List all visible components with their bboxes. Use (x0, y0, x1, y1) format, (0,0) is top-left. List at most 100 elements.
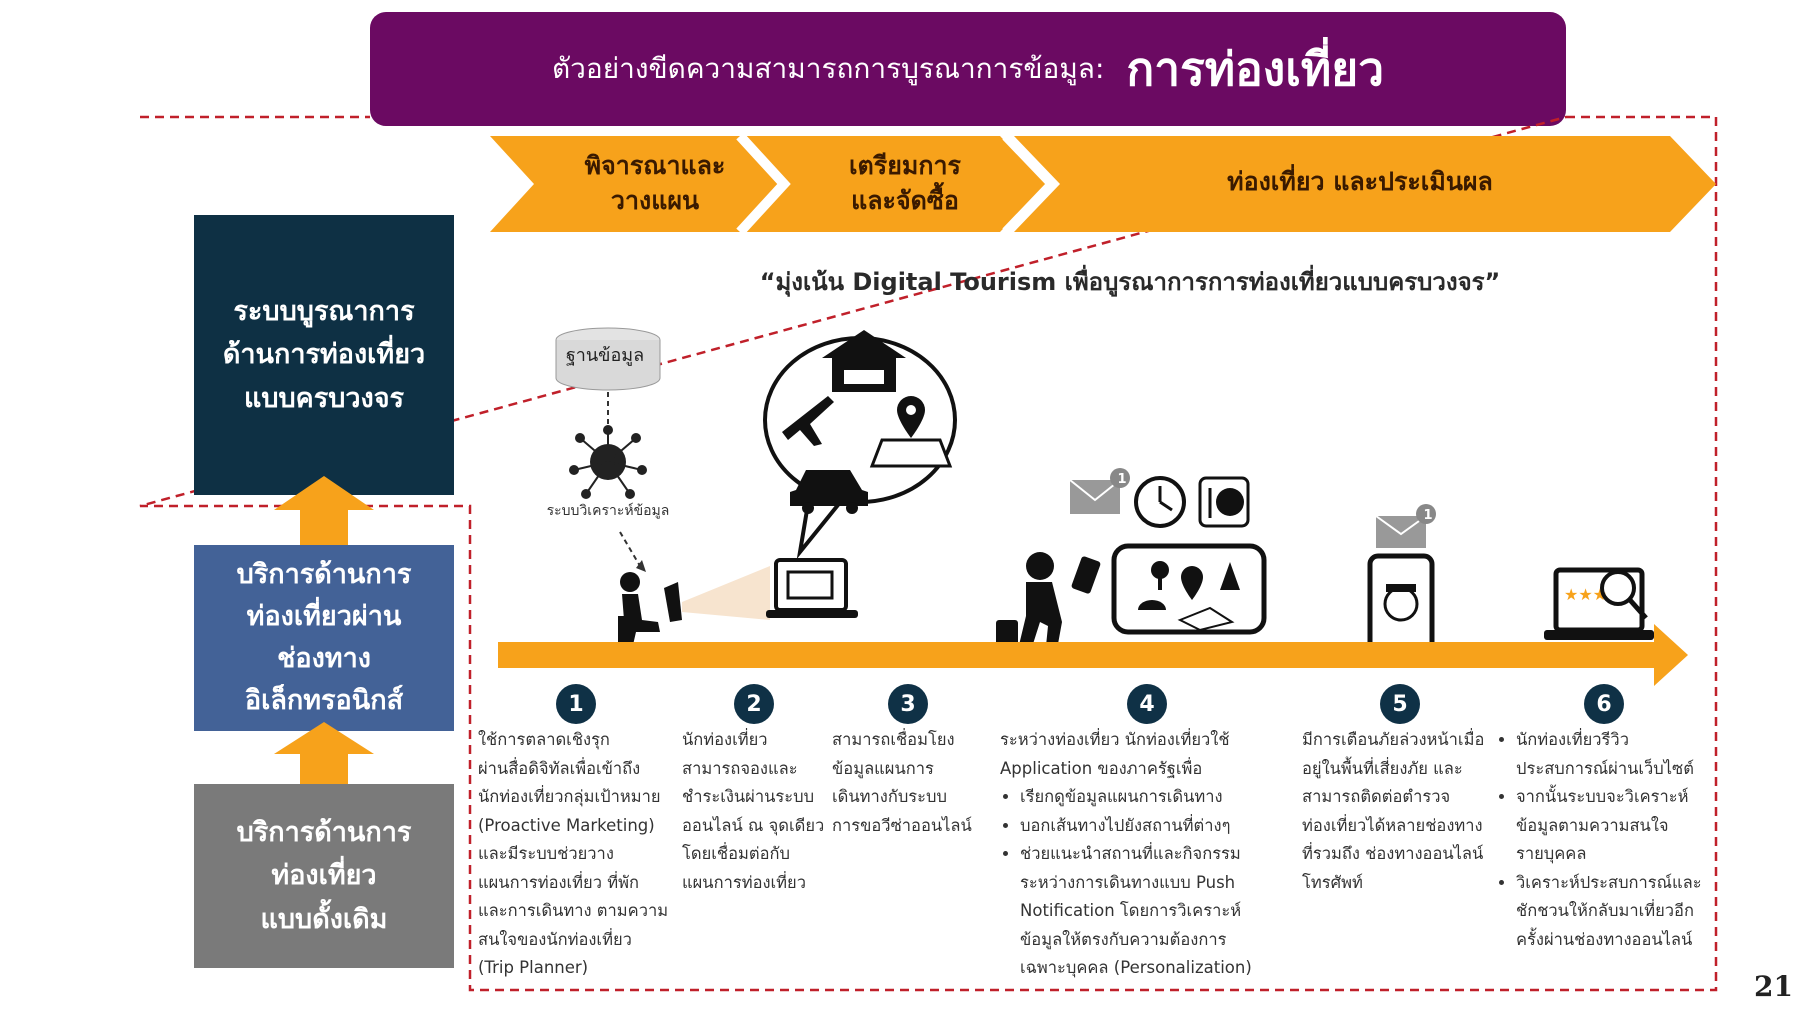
step-6-bullet-list: นักท่องเที่ยวรีวิว ประสบการณ์ผ่านเว็บไซต… (1496, 726, 1712, 954)
traditional-line: บริการด้านการ (236, 817, 412, 849)
step-text-line: เรียกดูข้อมูลแผนการเดินทาง (1020, 787, 1223, 806)
car-icon (790, 470, 868, 514)
journey-illustration: ★★★ (498, 327, 1688, 686)
integrated-line: แบบครบวงจร (243, 382, 405, 414)
step-text-line: ระหว่างการเดินทางแบบ Push (1020, 872, 1236, 892)
step-text-line: ระหว่างท่องเที่ยว นักท่องเที่ยวใช้ (1000, 730, 1230, 749)
step-badge-5: 5 (1380, 684, 1420, 724)
title-prefix: ตัวอย่างขีดความสามารถการบูรณาการข้อมูล: (551, 52, 1105, 85)
police-phone-icon (1367, 553, 1435, 655)
step-text-line: แผนการท่องเที่ยว ที่พัก (478, 872, 639, 892)
step-text-line: Notification โดยการวิเคราะห์ (1020, 901, 1242, 920)
page-number: 21 (1754, 970, 1793, 1003)
stage-2-line: เตรียมการ (849, 151, 961, 180)
integrated-line: ระบบบูรณาการ (233, 296, 415, 328)
stage-3-label: ท่องเที่ยว และประเมินผล (1080, 164, 1640, 199)
stage-3-line: ท่องเที่ยว และประเมินผล (1227, 167, 1493, 196)
step-text-line: รายบุคคล (1516, 844, 1587, 863)
stage-2-line: และจัดซื้อ (851, 186, 959, 215)
step-text-line: และมีระบบช่วยวาง (478, 844, 614, 863)
step-text-line: โดยเชื่อมต่อกับ (682, 844, 790, 863)
traditional-line: แบบดั้งเดิม (260, 903, 388, 935)
step-4-description: ระหว่างท่องเที่ยว นักท่องเที่ยวใช้ Appli… (1000, 726, 1290, 983)
step-2-description: นักท่องเที่ยว สามารถจองและ ชำระเงินผ่านร… (682, 726, 828, 897)
step-text-line: สนใจของนักท่องเที่ยว (478, 929, 632, 949)
stage-1-label: พิจารณาและ วางแผน (540, 148, 770, 218)
review-laptop-icon: ★★★ (1544, 567, 1654, 640)
eservice-line: บริการด้านการ (236, 559, 412, 591)
bullet-item: วิเคราะห์ประสบการณ์และ ชักชวนให้กลับมาเท… (1516, 869, 1712, 955)
step-badge-3: 3 (888, 684, 928, 724)
step-text-line: นักท่องเที่ยว (682, 730, 768, 749)
step-text-line: ข้อมูลตามความสนใจ (1516, 815, 1669, 835)
step-text-line: นักท่องเที่ยวรีวิว (1516, 730, 1629, 749)
step-text-line: ออนไลน์ ณ จุดเดียว (682, 815, 825, 835)
step-text-line: เฉพาะบุคคล (Personalization) (1020, 958, 1252, 977)
database-icon (555, 327, 661, 391)
step-3-description: สามารถเชื่อมโยง ข้อมูลแผนการ เดินทางกับร… (832, 726, 982, 840)
notification-count: 1 (1423, 508, 1433, 523)
network-icon (569, 425, 647, 499)
map-pin-icon (869, 396, 953, 468)
eservice-line: อิเล็กทรอนิกส์ (244, 684, 404, 716)
step-badge-2: 2 (734, 684, 774, 724)
step-text-line: ชำระเงินผ่านระบบ (682, 787, 815, 806)
bullet-item: จากนั้นระบบจะวิเคราะห์ ข้อมูลตามความสนใจ… (1516, 783, 1712, 869)
step-text-line: ใช้การตลาดเชิงรุก (478, 730, 610, 749)
step-text-line: ท่องเที่ยวได้หลายช่องทาง (1302, 815, 1483, 835)
timeline-arrow (498, 624, 1688, 686)
step-6-description: นักท่องเที่ยวรีวิว ประสบการณ์ผ่านเว็บไซต… (1496, 726, 1712, 954)
clock-icon (1134, 476, 1186, 528)
eservice-line: ช่องทาง (277, 643, 371, 674)
step-text-line: อยู่ในพื้นที่เสี่ยงภัย และ (1302, 758, 1463, 778)
stage-chevron-1 (490, 136, 790, 232)
mail-notification-icon (1375, 504, 1436, 548)
step-text-line: โทรศัพท์ (1302, 872, 1363, 892)
step-text-line: สามารถจองและ (682, 758, 798, 778)
mail-notification-icon (1069, 468, 1130, 514)
step-text-line: บอกเส้นทางไปยังสถานที่ต่างๆ (1020, 815, 1231, 835)
stage-2-label: เตรียมการ และจัดซื้อ (790, 148, 1020, 218)
step-4-bullet-list: เรียกดูข้อมูลแผนการเดินทาง บอกเส้นทางไปย… (1000, 783, 1290, 983)
step-text-line: การขอวีซ่าออนไลน์ (832, 815, 972, 835)
bullet-item: บอกเส้นทางไปยังสถานที่ต่างๆ (1020, 812, 1290, 841)
step-text-line: (Trip Planner) (478, 958, 589, 977)
step-text-line: ช่วยแนะนำสถานที่และกิจกรรม (1020, 844, 1241, 863)
integrated-line: ด้านการท่องเที่ยว (222, 339, 426, 371)
step-text-line: วิเคราะห์ประสบการณ์และ (1516, 872, 1702, 892)
step-text-line: และการเดินทาง ตามความ (478, 901, 669, 920)
stage-chevron-3 (1014, 136, 1716, 232)
step-text-line: ผ่านสื่อดิจิทัลเพื่อเข้าถึง (478, 758, 641, 778)
step-text-line: (Proactive Marketing) (478, 815, 655, 835)
stage-1-line: พิจารณาและ (584, 151, 726, 180)
step-text-line: เดินทางกับระบบ (832, 787, 947, 806)
tourism-app-icon (1111, 543, 1267, 635)
title-main: การท่องเที่ยว (1126, 41, 1385, 96)
stage-chevron-2 (740, 136, 1046, 232)
analytics-label: ระบบวิเคราะห์ข้อมูล (546, 503, 670, 519)
step-text-line: จากนั้นระบบจะวิเคราะห์ (1516, 787, 1689, 806)
database-label: ฐานข้อมูล (565, 345, 645, 366)
step-text-line: สามารถเชื่อมโยง (832, 730, 955, 749)
step-1-description: ใช้การตลาดเชิงรุก ผ่านสื่อดิจิทัลเพื่อเข… (478, 726, 680, 983)
step-badge-6: 6 (1584, 684, 1624, 724)
laptop-payment-icon (766, 558, 858, 618)
up-arrow-icon (274, 722, 374, 786)
step-text-line: ข้อมูลแผนการ (832, 758, 934, 778)
step-badge-4: 4 (1127, 684, 1167, 724)
eservice-box: บริการด้านการ ท่องเที่ยวผ่าน ช่องทาง อิเ… (194, 545, 454, 731)
step-text-line: สามารถติดต่อตำรวจ (1302, 787, 1451, 806)
step-text-line: แผนการท่องเที่ยว (682, 872, 806, 892)
bullet-item: เรียกดูข้อมูลแผนการเดินทาง (1020, 783, 1290, 812)
svg-text:★★★: ★★★ (1564, 585, 1607, 604)
stage-1-line: วางแผน (610, 186, 700, 215)
step-text-line: ครั้งผ่านช่องทางออนไลน์ (1516, 929, 1693, 949)
up-arrow-icon (274, 476, 374, 546)
traditional-line: ท่องเที่ยว (271, 860, 377, 892)
stage-chevrons (490, 136, 1716, 232)
title-banner: ตัวอย่างขีดความสามารถการบูรณาการข้อมูล: … (370, 12, 1566, 126)
airplane-icon (782, 396, 834, 446)
eservice-line: ท่องเที่ยวผ่าน (246, 601, 402, 633)
bullet-item: นักท่องเที่ยวรีวิว ประสบการณ์ผ่านเว็บไซต… (1516, 726, 1712, 783)
